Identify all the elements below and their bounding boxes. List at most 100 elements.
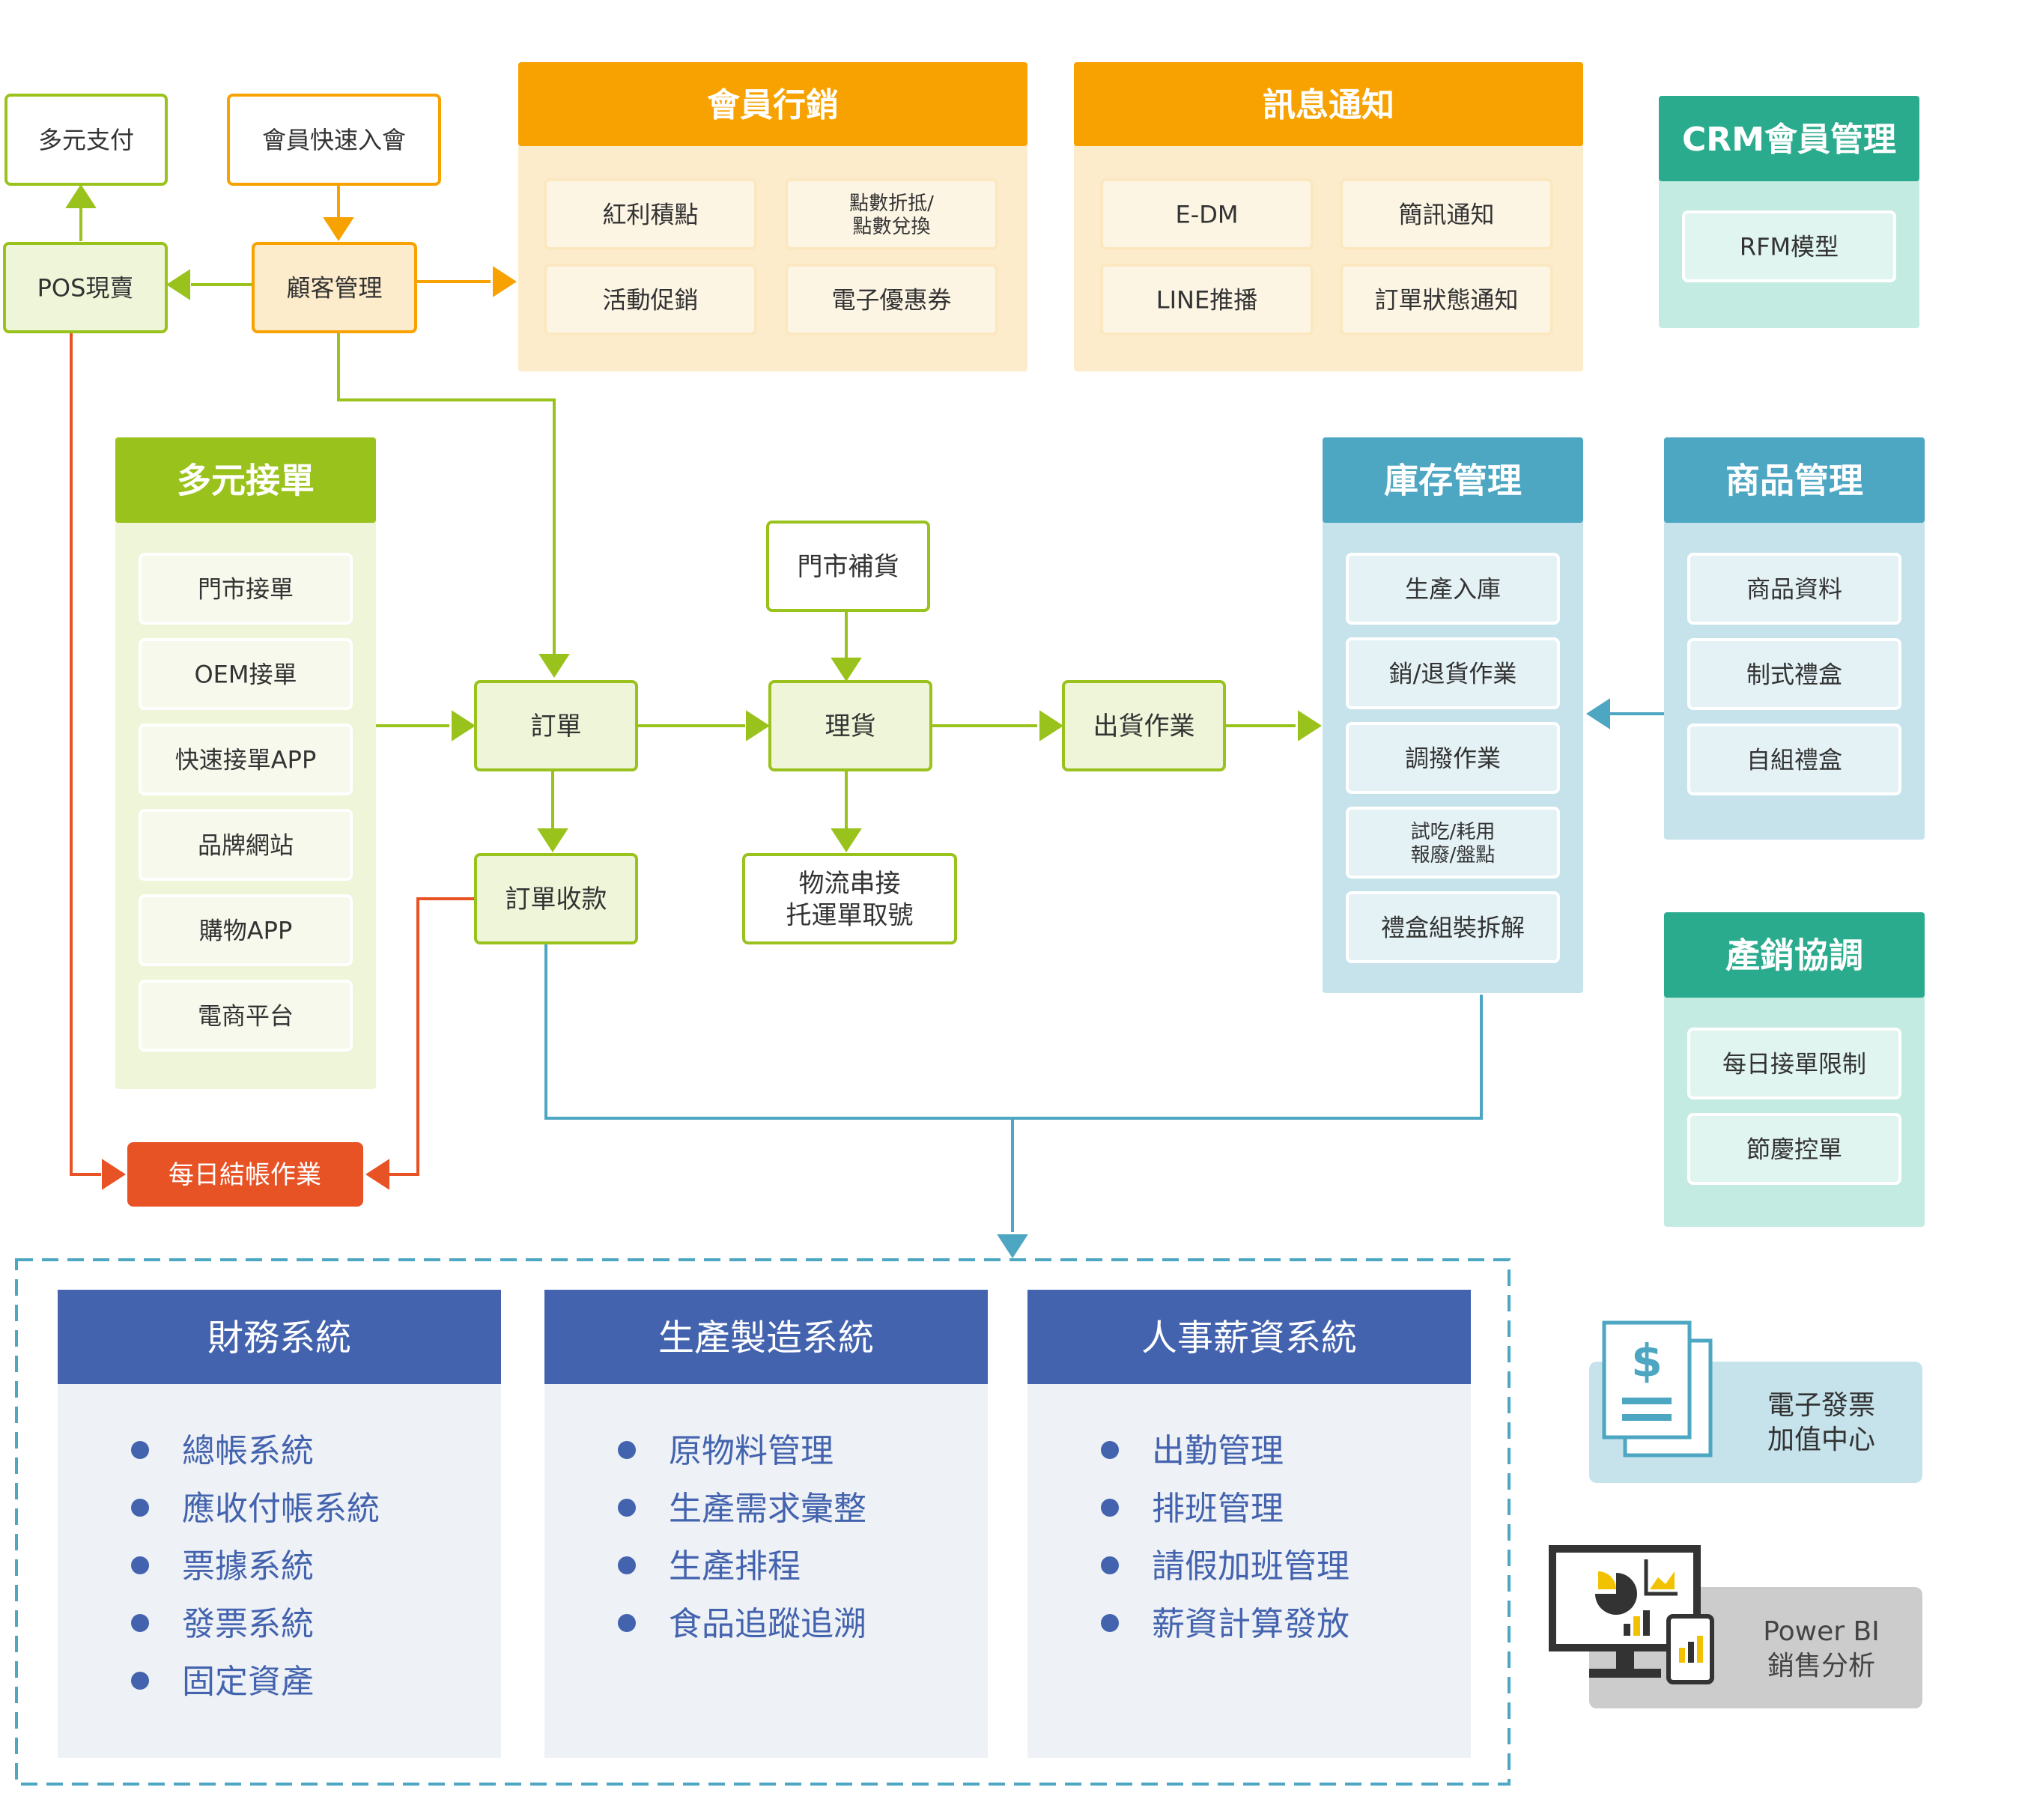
inventory-panel-item[interactable]: 生產入庫: [1346, 553, 1560, 625]
product-panel-item[interactable]: 商品資料: [1687, 553, 1901, 625]
finance-panel-item: 總帳系統: [182, 1432, 314, 1470]
hr-panel-item: 出勤管理: [1152, 1432, 1284, 1470]
multi-order-panel-item[interactable]: 購物APP: [139, 894, 353, 966]
multi-payment-box[interactable]: 多元支付: [4, 94, 168, 186]
member-quick-join-box[interactable]: 會員快速入會: [227, 94, 441, 186]
einvoice-label: 電子發票加值中心: [1767, 1390, 1875, 1455]
arrow-to-order: [538, 654, 570, 678]
member-marketing-panel-header: [518, 62, 1027, 146]
member-marketing-panel-item[interactable]: 紅利積點: [544, 178, 757, 250]
monitor-base: [1589, 1669, 1661, 1678]
member-marketing-panel-item[interactable]: 點數折抵/點數兌換: [785, 178, 998, 250]
inventory-panel-title: 庫存管理: [1384, 461, 1522, 501]
multi-payment-box-bg: [4, 94, 168, 186]
coordination-panel-item[interactable]: 節慶控單: [1687, 1113, 1901, 1185]
store-replenish-box[interactable]: 門市補貨: [766, 521, 930, 612]
arrow-to-back-office: [997, 1234, 1028, 1258]
inventory-panel-item-label: 禮盒組裝拆解: [1381, 914, 1525, 942]
finance-panel-item: 發票系統: [182, 1605, 314, 1643]
arrow-to-shipping: [1039, 710, 1063, 741]
inventory-panel-item-bg: [1346, 722, 1560, 794]
finance-panel-bullet: [131, 1672, 149, 1690]
inventory-panel-item-bg: [1346, 807, 1560, 879]
inventory-panel-item-label: 生產入庫: [1405, 575, 1501, 604]
doc-line-2: [1622, 1414, 1672, 1421]
member-marketing-panel-item-label: 活動促銷: [602, 286, 698, 315]
product-panel-item[interactable]: 制式禮盒: [1687, 638, 1901, 710]
logistics-box[interactable]: 物流串接托運單取號: [742, 853, 957, 944]
notification-panel-item[interactable]: 簡訊通知: [1340, 178, 1553, 250]
manufacturing-panel-item: 食品追蹤追溯: [669, 1605, 866, 1643]
multi-order-panel-item-bg: [139, 980, 353, 1052]
payment-box[interactable]: 訂單收款: [474, 853, 638, 944]
arrow-to-payment-collect: [537, 828, 568, 852]
arrow-product-to-inventory: [1586, 698, 1610, 729]
member-marketing-panel-item-label: 電子優惠券: [831, 286, 951, 315]
notification-panel-item-bg: [1340, 178, 1553, 250]
inventory-panel-item[interactable]: 禮盒組裝拆解: [1346, 891, 1560, 963]
notification-panel-item-bg: [1100, 264, 1314, 336]
customer-mgmt-box-label: 顧客管理: [286, 274, 382, 303]
multi-order-panel-item[interactable]: OEM接單: [139, 638, 353, 710]
phone-bar-1: [1679, 1648, 1685, 1663]
manufacturing-panel-title: 生產製造系統: [658, 1317, 874, 1359]
arrow-to-inventory: [1298, 710, 1322, 741]
multi-order-panel-item-bg: [139, 894, 353, 966]
inventory-panel-item-bg: [1346, 637, 1560, 709]
multi-order-panel-item-label: 品牌網站: [198, 831, 294, 860]
connector-pos-to-close: [70, 332, 101, 1176]
product-panel-header: [1664, 437, 1925, 523]
multi-order-panel-item-label: 快速接單APP: [175, 746, 317, 774]
payment-box-label: 訂單收款: [506, 885, 607, 914]
inventory-panel-item[interactable]: 調撥作業: [1346, 722, 1560, 794]
notification-panel-item[interactable]: LINE推播: [1100, 264, 1314, 336]
multi-order-panel-item[interactable]: 快速接單APP: [139, 724, 353, 795]
dollar-document-icon: $: [1602, 1320, 1713, 1457]
doc-line-1: [1622, 1398, 1672, 1404]
crm-panel-item[interactable]: RFM模型: [1682, 210, 1896, 282]
bar-1: [1624, 1624, 1630, 1636]
multi-order-panel-item-label: OEM接單: [194, 661, 297, 689]
picking-box-label: 理貨: [825, 712, 876, 741]
arrow-to-marketing: [493, 266, 517, 297]
member-marketing-panel-item[interactable]: 活動促銷: [544, 264, 757, 336]
phone-bar-3: [1697, 1636, 1703, 1663]
daily-close-box[interactable]: 每日結帳作業: [127, 1142, 363, 1207]
notification-panel-item[interactable]: 訂單狀態通知: [1340, 264, 1553, 336]
bar-3: [1643, 1610, 1650, 1636]
order-box[interactable]: 訂單: [474, 680, 638, 771]
multi-payment-box-label: 多元支付: [38, 126, 134, 154]
multi-order-panel-item[interactable]: 品牌網站: [139, 809, 353, 881]
connector-payment-to-close: [389, 897, 476, 1176]
shipping-box[interactable]: 出貨作業: [1062, 680, 1226, 771]
product-panel-item[interactable]: 自組禮盒: [1687, 724, 1901, 795]
multi-order-panel-item[interactable]: 門市接單: [139, 553, 353, 625]
inventory-panel-item[interactable]: 試吃/耗用報廢/盤點: [1346, 807, 1560, 879]
bar-2: [1633, 1616, 1640, 1636]
coordination-panel-item-bg: [1687, 1113, 1901, 1185]
inventory-panel-item[interactable]: 銷/退貨作業: [1346, 637, 1560, 709]
customer-mgmt-box[interactable]: 顧客管理: [252, 242, 417, 333]
product-panel-item-bg: [1687, 724, 1901, 795]
multi-order-panel-item[interactable]: 電商平台: [139, 980, 353, 1052]
multi-order-panel-item-label: 購物APP: [199, 917, 293, 945]
member-marketing-panel-item[interactable]: 電子優惠券: [785, 264, 998, 336]
manufacturing-panel-header: [544, 1290, 988, 1384]
inventory-panel-item-label: 調撥作業: [1405, 744, 1501, 773]
arrow-pos-to-close: [102, 1159, 126, 1190]
notification-panel-item[interactable]: E-DM: [1100, 178, 1314, 250]
product-panel-title: 商品管理: [1725, 461, 1863, 501]
multi-order-panel-title: 多元接單: [177, 461, 315, 501]
picking-box[interactable]: 理貨: [768, 680, 932, 771]
einvoice-card[interactable]: 電子發票加值中心 $: [1589, 1320, 1922, 1483]
pos-box[interactable]: POS現賣: [3, 242, 168, 333]
crm-panel: CRM會員管理 RFM模型: [1659, 96, 1919, 328]
coordination-panel-item[interactable]: 每日接單限制: [1687, 1028, 1901, 1099]
crm-panel-title: CRM會員管理: [1682, 121, 1896, 159]
crm-panel-item-label: RFM模型: [1740, 233, 1839, 261]
